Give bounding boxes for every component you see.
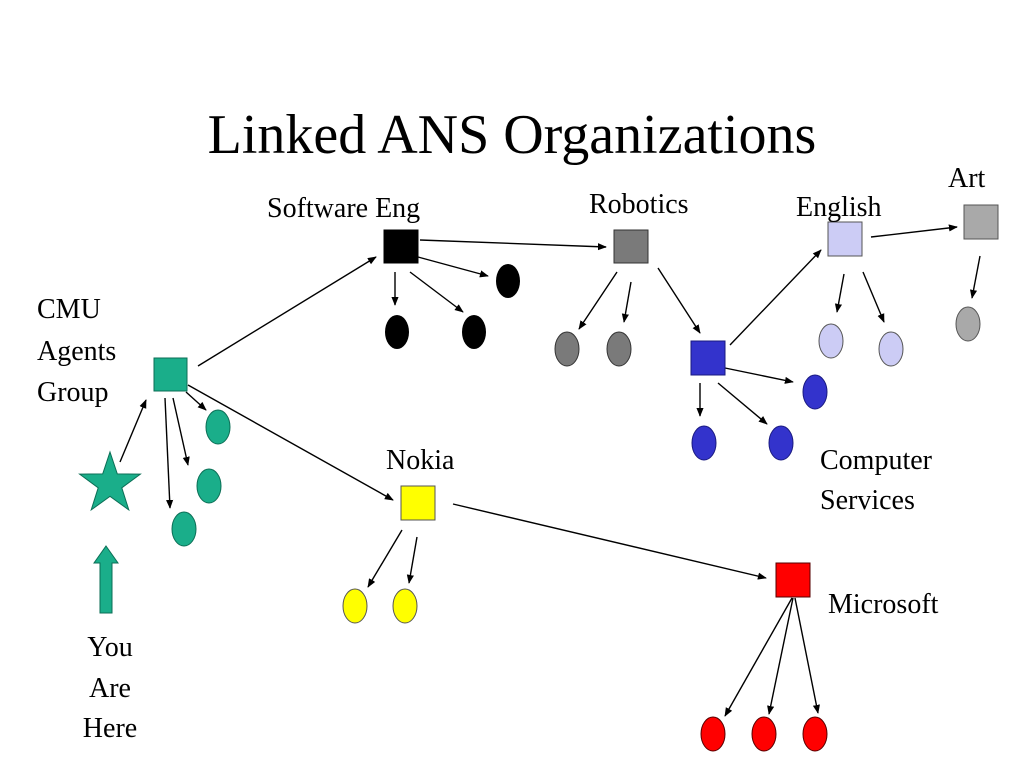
edge-robotics-to-computer-services — [657, 267, 701, 334]
microsoft-member-node — [751, 716, 777, 752]
edge-cmu-child — [172, 397, 190, 466]
edge-computer-services-to-english — [729, 249, 822, 346]
you-are-here-line1: You — [87, 632, 132, 663]
edges — [119, 224, 981, 717]
edge-robotics-child — [621, 281, 632, 323]
art-label: Art — [948, 163, 986, 194]
you-are-here-line3: Here — [83, 713, 137, 744]
robotics-label: Robotics — [589, 189, 689, 220]
edge-english-child — [862, 271, 885, 323]
nokia-node — [400, 485, 436, 521]
english-member-node — [878, 331, 904, 367]
english-member-node — [818, 323, 844, 359]
software-eng-member-node — [496, 264, 520, 298]
microsoft-group — [700, 562, 828, 752]
microsoft-member-node — [802, 716, 828, 752]
computer-services-group — [690, 340, 828, 461]
computer-services-member-node — [768, 425, 794, 461]
edge-art-child — [969, 255, 981, 299]
edge-nokia-to-microsoft — [452, 503, 767, 580]
nokia-group — [342, 485, 436, 624]
computer-services-label-line2: Services — [820, 485, 915, 516]
cmu-member-node — [205, 409, 231, 445]
microsoft-node — [775, 562, 811, 598]
you-are-here-line2: Are — [89, 673, 131, 704]
edge-star-to-cmu — [119, 399, 147, 463]
edge-cmu-to-nokia — [187, 384, 394, 501]
slide-title: Linked ANS Organizations — [208, 104, 817, 166]
edge-microsoft-child — [767, 597, 794, 715]
computer-services-member-node — [691, 425, 717, 461]
software-eng-member-node — [462, 315, 486, 349]
art-node — [963, 204, 999, 240]
edge-english-child — [834, 273, 845, 313]
cmu-agents-group — [78, 357, 231, 614]
edge-microsoft-child — [724, 597, 793, 717]
robotics-member-node — [554, 331, 580, 367]
cmu-member-node — [196, 468, 222, 504]
labels: Software Eng Robotics English Art CMU Ag… — [37, 163, 986, 744]
edge-nokia-child — [367, 529, 403, 588]
edge-computer-services-child — [724, 367, 794, 384]
edge-cmu-child — [164, 397, 174, 509]
cmu-member-node — [171, 511, 197, 547]
nokia-member-node — [392, 588, 418, 624]
cmu-agents-group-node — [153, 357, 188, 392]
edge-computer-services-child — [717, 382, 768, 425]
edge-cmu-child — [185, 391, 207, 411]
computer-services-member-node — [802, 374, 828, 410]
you-are-here-star-icon — [78, 450, 142, 512]
edge-robotics-child — [578, 271, 618, 330]
cmu-label-line1: CMU — [37, 294, 101, 325]
english-group — [818, 221, 904, 367]
nokia-label: Nokia — [386, 445, 455, 476]
microsoft-label: Microsoft — [828, 589, 939, 620]
robotics-member-node — [606, 331, 632, 367]
edge-cmu-to-software-eng — [197, 256, 377, 367]
robotics-group — [554, 229, 649, 367]
microsoft-member-node — [700, 716, 726, 752]
robotics-node — [613, 229, 649, 264]
edge-english-to-art — [870, 224, 958, 238]
nokia-member-node — [342, 588, 368, 624]
software-eng-label: Software Eng — [267, 193, 420, 224]
art-group — [955, 204, 999, 342]
cmu-label-line3: Group — [37, 377, 109, 408]
edge-nokia-child — [406, 536, 418, 584]
edge-software-eng-child — [409, 271, 464, 313]
english-label: English — [796, 192, 882, 223]
computer-services-label-line1: Computer — [820, 445, 933, 476]
software-eng-group — [383, 229, 520, 349]
edge-software-eng-to-robotics — [419, 239, 607, 251]
software-eng-node — [383, 229, 419, 264]
up-arrow-icon — [93, 545, 119, 614]
cmu-label-line2: Agents — [37, 336, 116, 367]
software-eng-member-node — [385, 315, 409, 349]
art-member-node — [955, 306, 981, 342]
computer-services-node — [690, 340, 726, 376]
edge-software-eng-child — [417, 256, 489, 278]
english-node — [827, 221, 863, 257]
edge-microsoft-child — [794, 597, 820, 714]
